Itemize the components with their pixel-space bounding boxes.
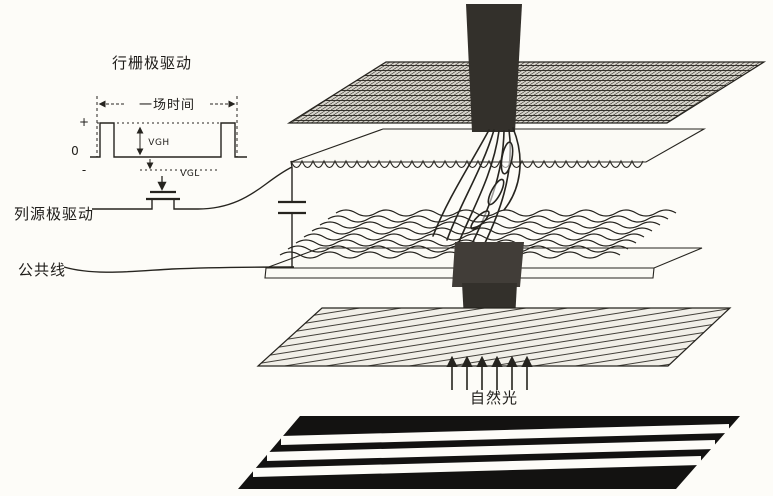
vgl-label: VGL — [180, 169, 200, 179]
lc-strand — [327, 215, 669, 223]
source-drive-label: 列源极驱动 — [14, 205, 94, 223]
common-line-label: 公共线 — [18, 261, 66, 279]
axis-minus-label: - — [82, 163, 86, 177]
incident-beam — [466, 4, 522, 132]
reflector-layer — [238, 416, 740, 489]
lc-molecule-ellipse — [487, 178, 505, 206]
gate-drive-label: 行栅极驱动 — [112, 54, 192, 72]
glass-top-face — [290, 128, 707, 163]
bottom-polarizer-layer — [256, 307, 732, 367]
scatter-ray — [432, 129, 490, 237]
glass-layer — [290, 128, 707, 169]
glass-scallop-edge — [290, 159, 644, 169]
lc-strand — [295, 239, 637, 247]
reflector-stripe — [253, 456, 701, 477]
lc-strand — [335, 209, 677, 217]
vgh-label: VGH — [148, 138, 169, 148]
scatter-ray — [503, 127, 521, 211]
scatter-ray — [458, 130, 500, 243]
lc-strand — [319, 221, 661, 229]
top-polarizer-layer — [286, 61, 767, 124]
lc-molecule-ellipse — [500, 141, 514, 175]
common-wire — [63, 266, 295, 273]
lc-strand — [303, 233, 645, 241]
axis-zero-label: 0 — [71, 144, 79, 158]
lc-strand — [311, 227, 653, 235]
drain-wire — [197, 166, 293, 210]
tft-symbol — [92, 176, 198, 210]
axis-plus-label: + — [79, 115, 89, 129]
glass-connect-wire — [290, 160, 293, 168]
field-time-label: 一场时间 — [139, 98, 195, 113]
source-lead — [92, 199, 153, 210]
drain-lead — [173, 199, 198, 210]
scatter-ray — [446, 129, 495, 241]
reflector-stripe — [267, 440, 715, 461]
natural-light-arrows — [446, 355, 533, 390]
pixel-window — [452, 242, 524, 287]
reflector-stripe — [281, 424, 729, 445]
gate-pulse-trace — [90, 122, 247, 158]
lc-strand — [279, 251, 621, 259]
gate-waveform: 一场时间 + 0 - VGH VGL — [71, 96, 247, 179]
storage-capacitor — [278, 200, 306, 215]
natural-light-label: 自然光 — [470, 389, 518, 407]
